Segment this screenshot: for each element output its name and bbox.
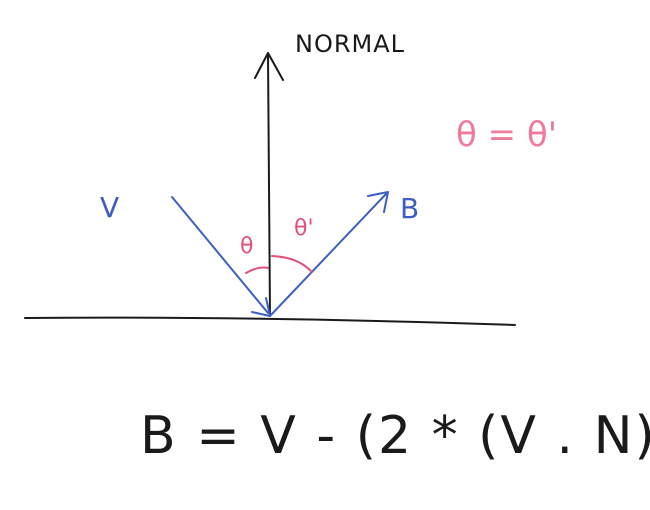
reflected-vector [269, 191, 389, 317]
angle-in-label: θ [240, 234, 253, 259]
reflection-formula: B = V - (2 * (V . N) * N) [140, 406, 650, 466]
surface-line [24, 316, 516, 326]
normal-label: NORMAL [295, 30, 405, 58]
angle-out-label: θ' [294, 216, 314, 241]
angle-arc-reflected [271, 255, 313, 273]
angle-arc-incident [245, 266, 269, 274]
incident-label: V [100, 191, 119, 224]
angle-equality: θ = θ' [456, 115, 557, 155]
normal-arrow [254, 52, 284, 317]
reflected-label: B [400, 192, 419, 225]
incident-vector [171, 196, 271, 317]
